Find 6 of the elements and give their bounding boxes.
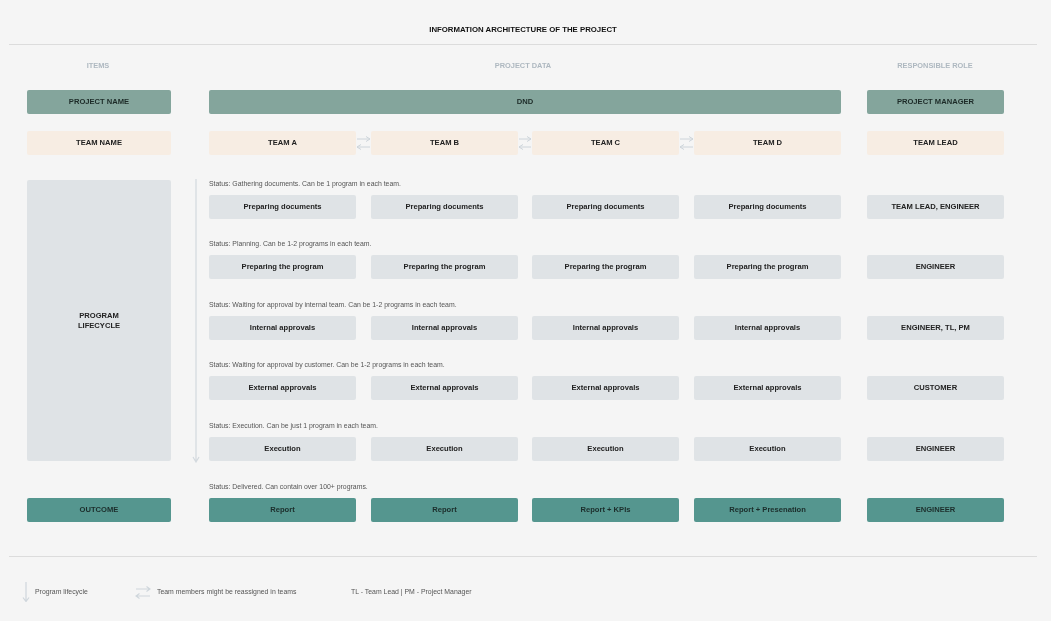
arrow xyxy=(356,136,371,142)
arrow xyxy=(356,144,371,150)
arrow xyxy=(679,136,694,142)
arrow xyxy=(518,144,532,150)
arrow xyxy=(518,136,532,142)
arrow xyxy=(679,144,694,150)
